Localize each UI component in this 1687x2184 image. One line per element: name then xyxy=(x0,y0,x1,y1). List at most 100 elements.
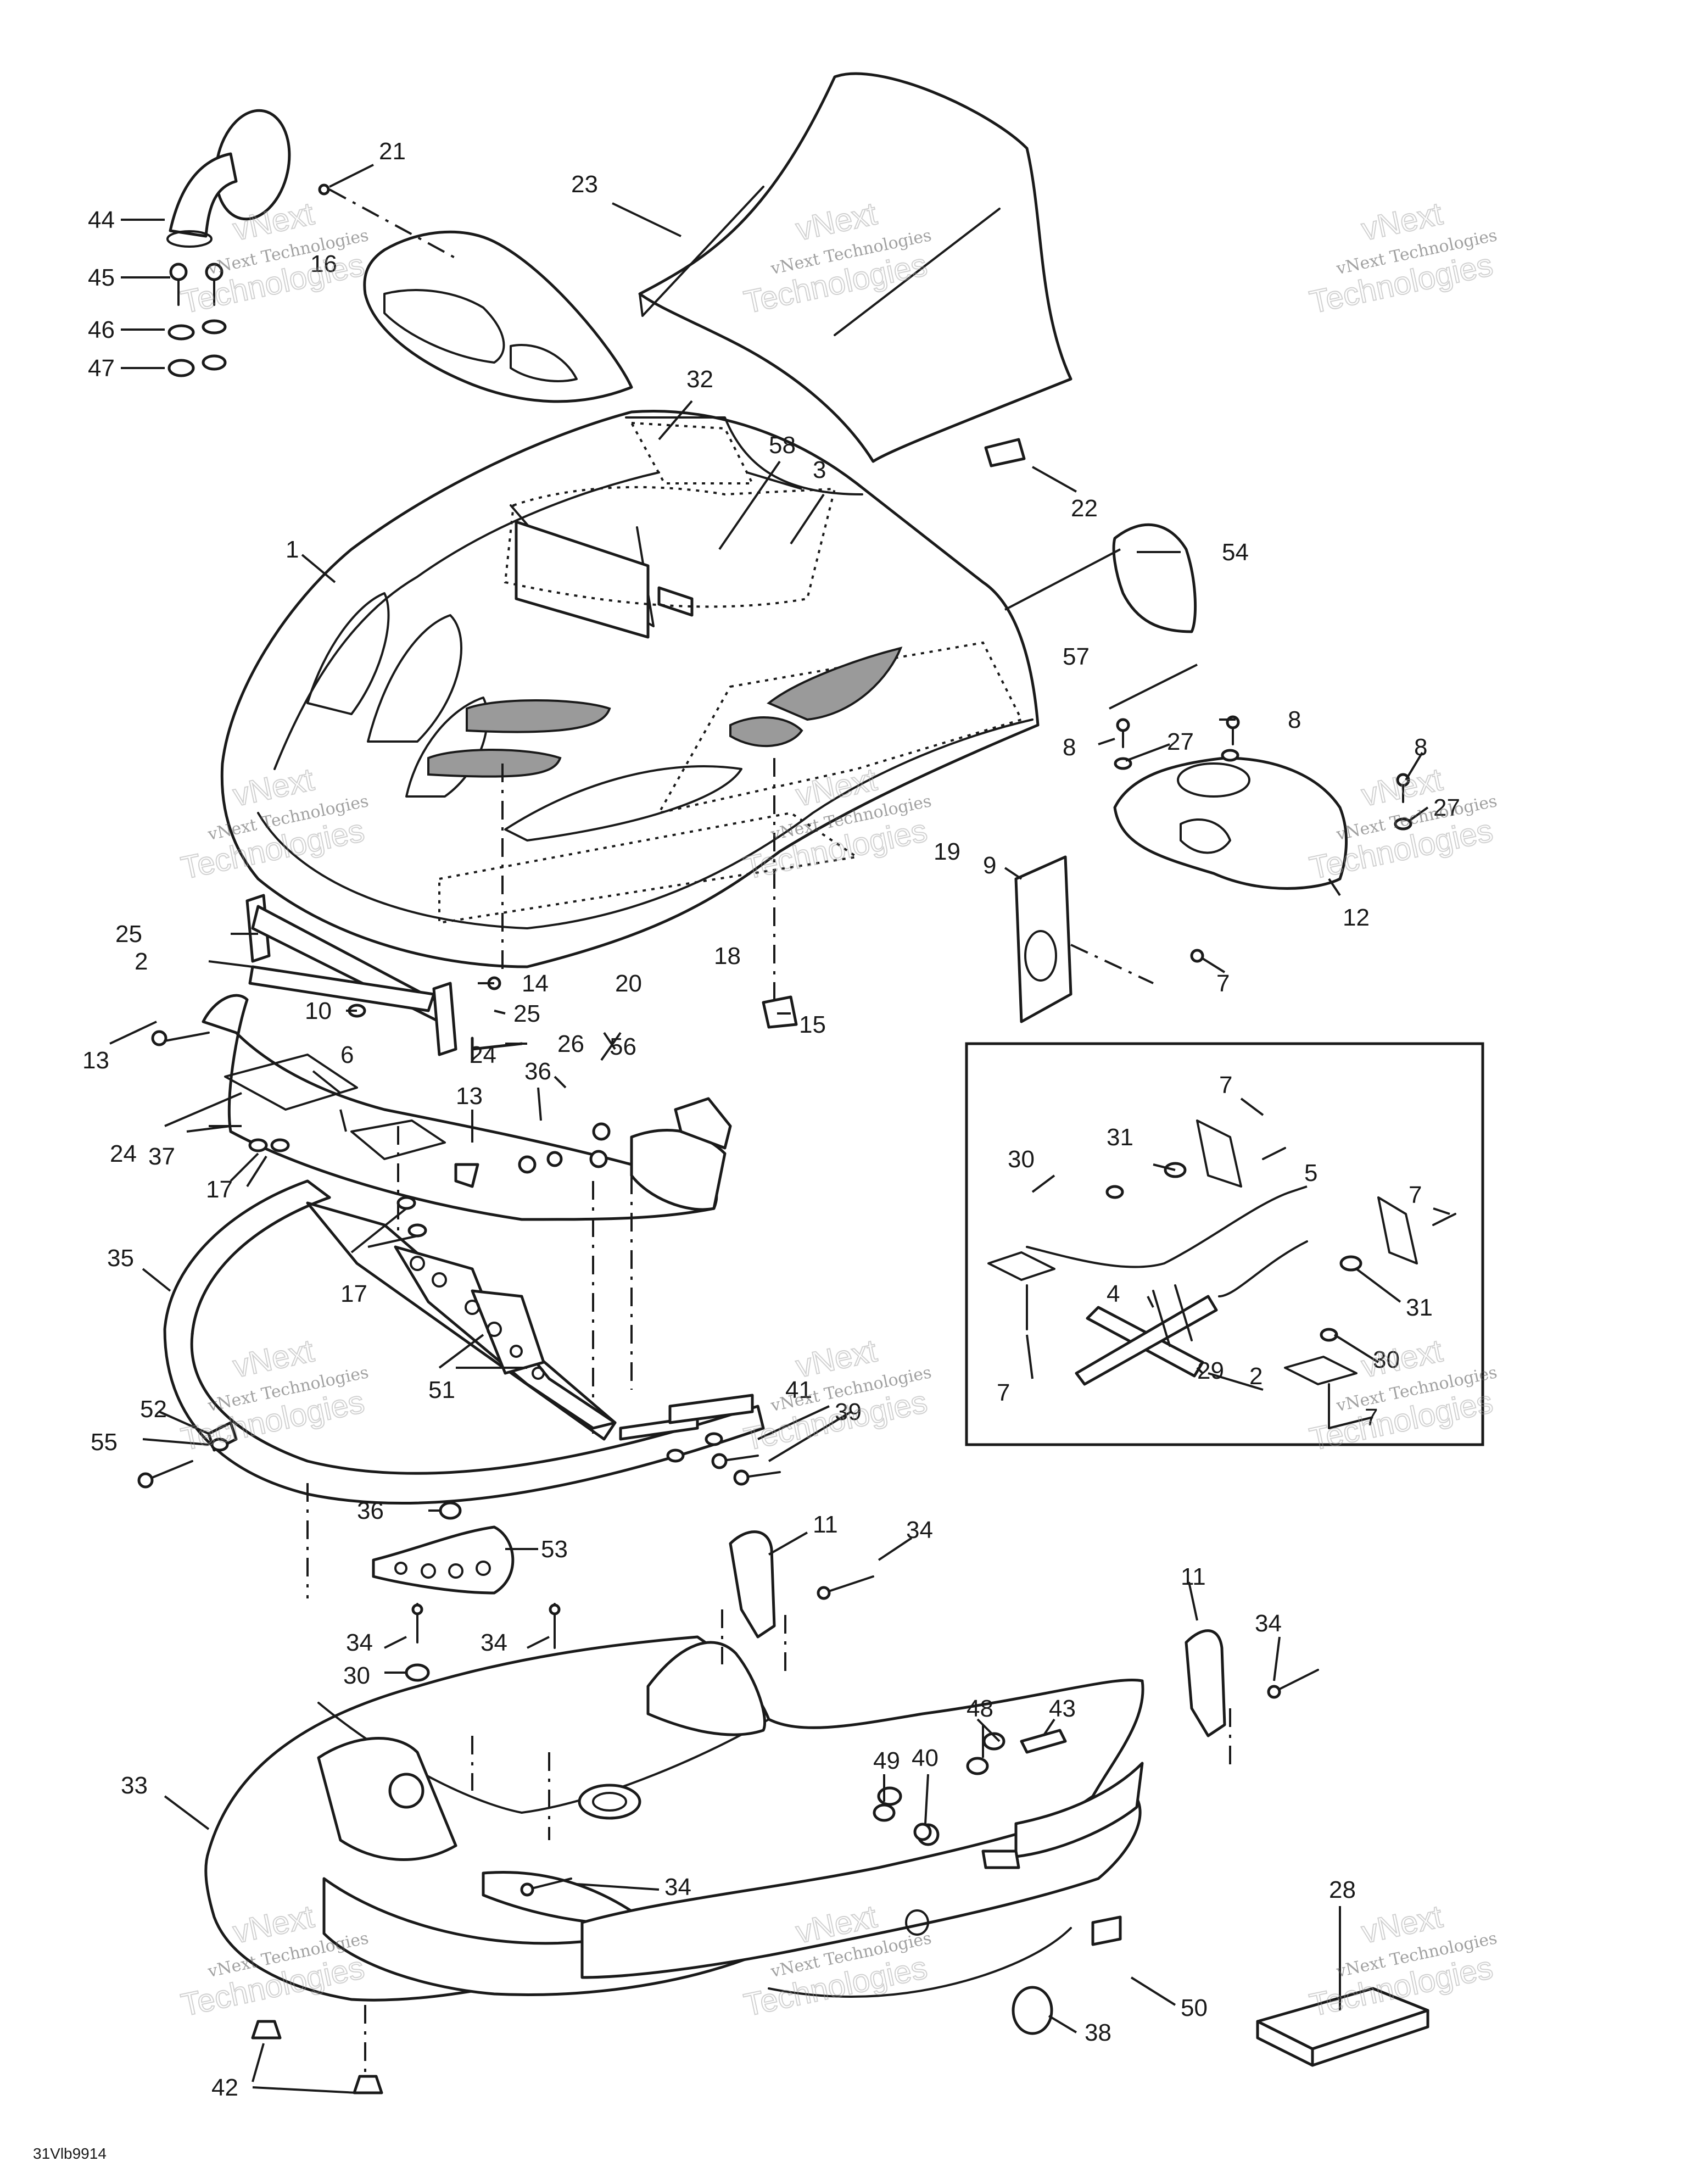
callout-49: 49 xyxy=(873,1747,900,1774)
callout-33: 33 xyxy=(121,1772,148,1799)
callout-55: 55 xyxy=(91,1429,118,1456)
callout-27-a: 27 xyxy=(1167,728,1194,755)
callout-17-b: 17 xyxy=(340,1280,367,1307)
callout-28: 28 xyxy=(1329,1876,1356,1903)
windshield-clip xyxy=(984,438,1026,467)
callout-41: 41 xyxy=(785,1377,812,1403)
callout-42: 42 xyxy=(211,2074,238,2101)
air-silencer xyxy=(1113,756,1348,890)
watermark: vNext vNext Technologies Technologies xyxy=(740,1332,933,1458)
callout-52: 52 xyxy=(140,1396,167,1423)
callout-46: 46 xyxy=(88,316,115,343)
callout-19: 19 xyxy=(934,838,960,865)
callout-34-c: 34 xyxy=(481,1629,507,1656)
callout-48: 48 xyxy=(967,1695,993,1722)
callout-27-b: 27 xyxy=(1433,794,1460,821)
callout-30-a: 30 xyxy=(1008,1146,1035,1173)
callout-9: 9 xyxy=(983,852,996,879)
callout-54: 54 xyxy=(1222,539,1249,566)
callout-39: 39 xyxy=(835,1399,862,1425)
mounting-bracket xyxy=(1014,855,1204,1023)
callout-34-e: 34 xyxy=(664,1874,691,1901)
callout-51: 51 xyxy=(428,1377,455,1403)
leader-lines xyxy=(109,164,1450,2094)
front-protector xyxy=(137,1179,781,1598)
callout-25-a: 25 xyxy=(115,921,142,948)
watermark: vNext vNext Technologies Technologies xyxy=(177,1898,370,2024)
callout-2: 2 xyxy=(135,948,148,975)
mirror-hardware xyxy=(167,263,227,377)
rear-brackets xyxy=(729,1530,1226,1737)
callout-16: 16 xyxy=(310,250,337,277)
callout-37: 37 xyxy=(148,1143,175,1170)
hood xyxy=(220,410,1040,1005)
callout-43: 43 xyxy=(1049,1695,1076,1722)
callout-10: 10 xyxy=(305,998,332,1024)
callout-34-a: 34 xyxy=(906,1517,933,1544)
small-parts-bottom xyxy=(873,1729,1429,2067)
callout-13-a: 13 xyxy=(82,1047,109,1074)
watermark: vNext vNext Technologies Technologies xyxy=(1306,195,1499,321)
callout-31-a: 31 xyxy=(1107,1124,1133,1151)
hood-hinge xyxy=(245,894,798,1062)
watermark: vNext vNext Technologies Technologies xyxy=(1306,1332,1499,1458)
callout-14: 14 xyxy=(522,970,549,997)
callout-22: 22 xyxy=(1071,495,1098,522)
callout-24-b: 24 xyxy=(470,1041,496,1068)
instrument-console xyxy=(318,183,633,403)
callout-7-a: 7 xyxy=(1216,970,1230,997)
callout-7-d: 7 xyxy=(997,1379,1010,1406)
callout-26: 26 xyxy=(557,1030,584,1057)
callout-13-b: 13 xyxy=(456,1083,483,1110)
callout-44: 44 xyxy=(88,207,115,233)
callout-5: 5 xyxy=(1304,1160,1317,1186)
callout-31-b: 31 xyxy=(1406,1294,1433,1321)
callout-45: 45 xyxy=(88,264,115,291)
callout-25-b: 25 xyxy=(513,1000,540,1027)
callout-36-a: 36 xyxy=(524,1058,551,1085)
callout-8-a: 8 xyxy=(1063,734,1076,761)
callout-32: 32 xyxy=(686,366,713,393)
callout-53: 53 xyxy=(541,1536,568,1563)
callout-6: 6 xyxy=(340,1041,354,1068)
callout-7-e: 7 xyxy=(1365,1404,1378,1431)
bottom-pan xyxy=(204,1609,1231,2002)
callout-38: 38 xyxy=(1085,2019,1111,2046)
callout-4: 4 xyxy=(1107,1280,1120,1307)
callout-58: 58 xyxy=(769,432,796,459)
callout-34-b: 34 xyxy=(346,1629,373,1656)
callout-8-c: 8 xyxy=(1414,734,1427,761)
callout-36-b: 36 xyxy=(357,1497,384,1524)
callout-17-a: 17 xyxy=(206,1176,233,1203)
callout-1: 1 xyxy=(286,536,299,563)
callout-56: 56 xyxy=(610,1033,636,1060)
callout-11-a: 11 xyxy=(813,1511,838,1538)
callout-40: 40 xyxy=(912,1745,939,1771)
callout-8-b: 8 xyxy=(1288,706,1301,733)
windshield xyxy=(638,72,1072,463)
hood-fasteners-right xyxy=(1114,715,1412,831)
callout-30-c: 30 xyxy=(343,1662,370,1689)
callout-18: 18 xyxy=(714,943,741,970)
front-bumper xyxy=(151,994,732,1434)
callout-24-a: 24 xyxy=(110,1140,137,1167)
callout-50: 50 xyxy=(1181,1994,1208,2021)
callout-2-inset: 2 xyxy=(1249,1363,1263,1390)
mirror xyxy=(166,109,291,248)
callout-23: 23 xyxy=(571,171,598,198)
callout-20: 20 xyxy=(615,970,642,997)
callout-12: 12 xyxy=(1343,904,1370,931)
callout-29: 29 xyxy=(1197,1357,1224,1384)
callout-35: 35 xyxy=(107,1245,134,1272)
watermark: vNext vNext Technologies Technologies xyxy=(1306,1898,1499,2024)
callout-11-b: 11 xyxy=(1181,1563,1206,1590)
pan-fasteners xyxy=(251,1575,1319,2094)
callout-labels: 1 2 2 3 4 5 6 7 7 7 7 7 8 8 8 9 10 11 11… xyxy=(82,138,1460,2101)
callout-34-d: 34 xyxy=(1255,1610,1282,1637)
callout-7-c: 7 xyxy=(1409,1182,1422,1208)
callout-47: 47 xyxy=(88,355,115,382)
diagram-code: 31Vlb9914 xyxy=(33,2145,107,2162)
callout-57: 57 xyxy=(1063,643,1090,670)
